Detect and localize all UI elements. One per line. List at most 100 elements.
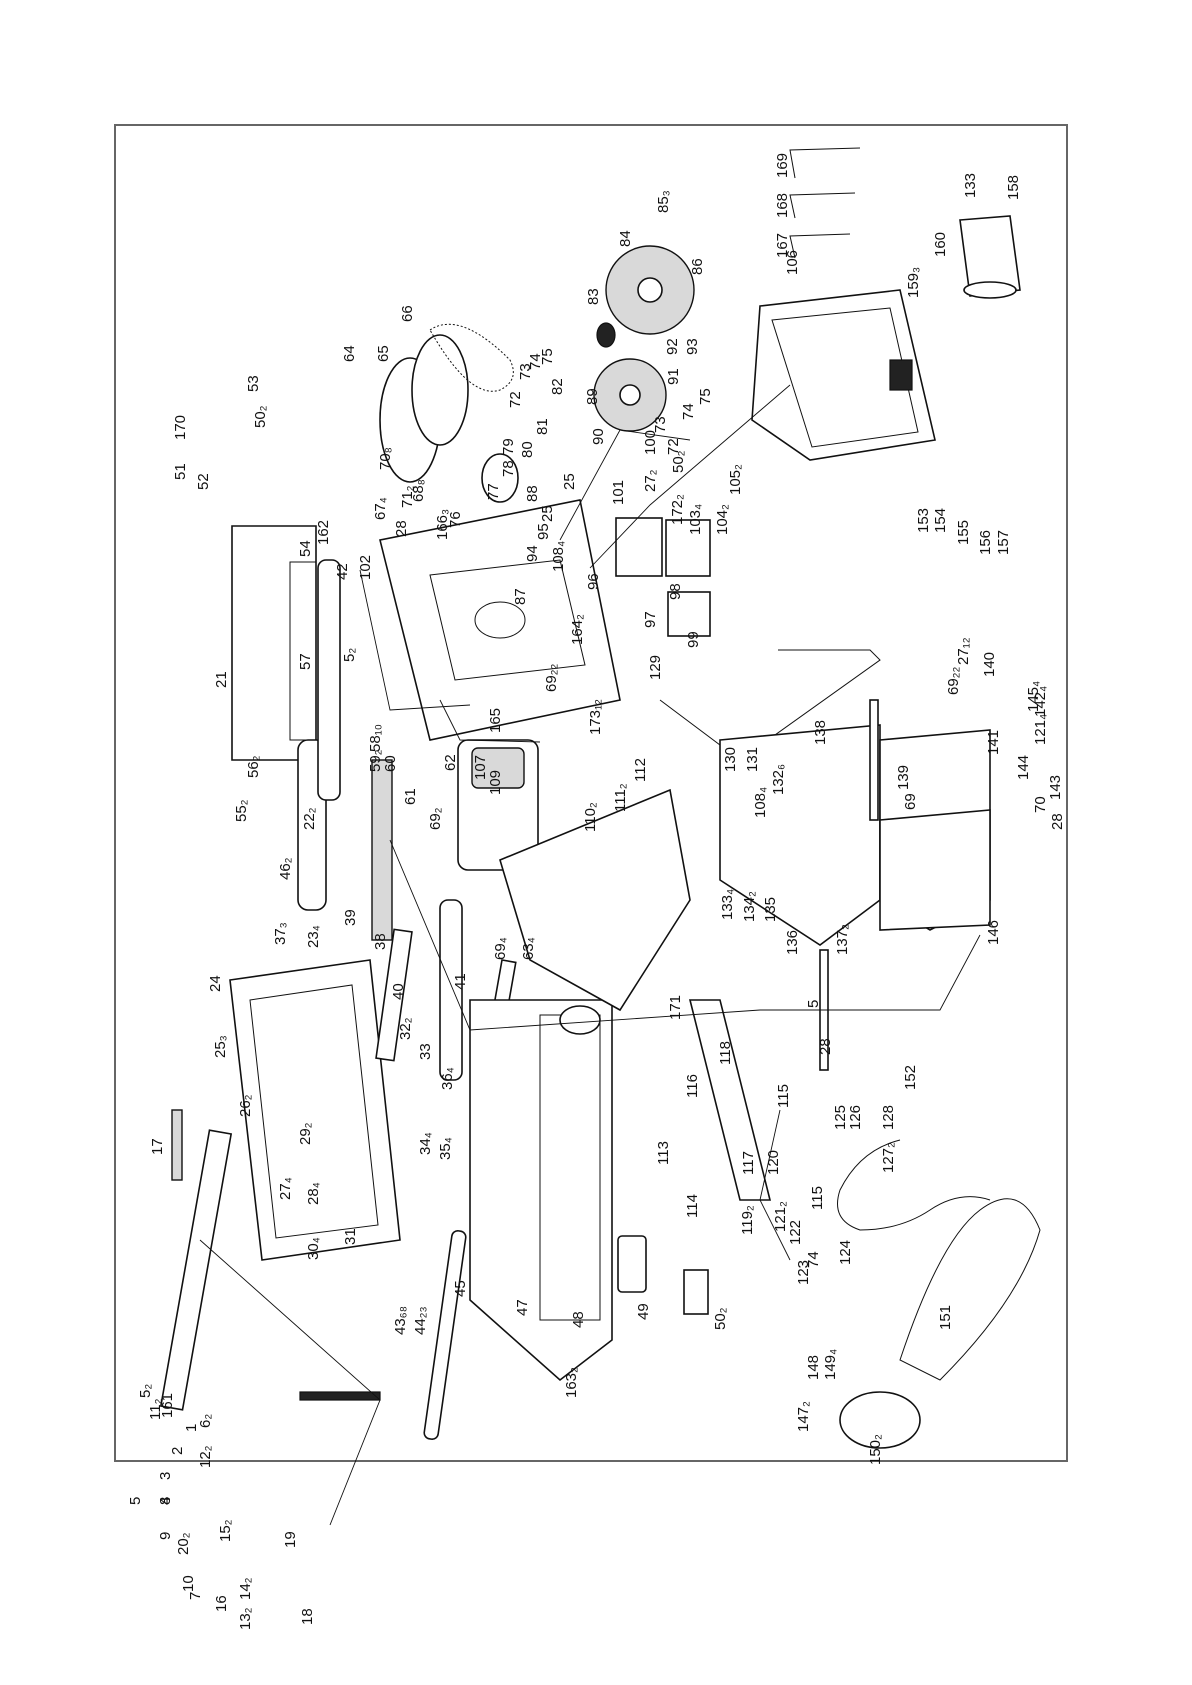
label-59: 59₂ — [367, 749, 384, 772]
part-96-switch-box — [615, 517, 663, 577]
label-69c: 69₂₂ — [543, 663, 560, 692]
label-73a: 73 — [517, 363, 534, 380]
label-57: 57 — [297, 653, 314, 670]
label-155: 155 — [955, 520, 972, 545]
label-137: 137₂ — [834, 924, 851, 955]
label-56: 56₂ — [245, 755, 262, 778]
label-99: 99 — [685, 631, 702, 648]
leader-group-head — [359, 569, 471, 711]
label-147: 147₂ — [795, 1401, 812, 1432]
part-167-hex-key — [789, 233, 851, 259]
label-110: 110₂ — [582, 802, 599, 832]
label-27a: 27₂ — [642, 469, 659, 492]
part-49-bracket — [683, 1269, 709, 1315]
label-25c: 25₃ — [212, 1035, 229, 1058]
label-88: 88 — [524, 485, 541, 502]
part-109-port — [559, 1005, 601, 1035]
label-70a: 70₈ — [377, 447, 394, 470]
label-150: 150₂ — [867, 1434, 884, 1465]
label-21: 21 — [213, 671, 230, 688]
part-168-hex-key — [789, 192, 856, 219]
part-158-hood-mouth — [963, 281, 1017, 299]
part-38-blade — [375, 928, 413, 1062]
label-2: 2 — [169, 1447, 186, 1455]
label-164: 164₂ — [569, 614, 586, 645]
label-50b: 50₂ — [670, 450, 687, 473]
label-141: 141 — [985, 730, 1002, 755]
label-173: 173₁₂ — [587, 699, 604, 735]
label-40: 40 — [390, 983, 407, 1000]
label-30: 30₄ — [305, 1237, 322, 1260]
label-115a: 115 — [775, 1084, 792, 1108]
label-111: 111₂ — [612, 783, 629, 812]
label-69e: 69₂₂ — [945, 666, 962, 695]
label-38: 38 — [372, 933, 389, 950]
label-28c: 28₄ — [305, 1182, 322, 1205]
part-129-handle-rod — [659, 649, 881, 761]
label-102: 102 — [357, 555, 374, 580]
part-99-switch — [667, 591, 711, 637]
label-48: 48 — [570, 1311, 587, 1328]
label-27c: 27₁₂ — [955, 637, 972, 665]
label-65: 65 — [375, 345, 392, 362]
label-82: 82 — [549, 378, 566, 395]
label-116: 116 — [684, 1074, 701, 1098]
label-132: 132₆ — [770, 764, 787, 795]
label-98: 98 — [667, 583, 684, 600]
label-124: 124 — [837, 1240, 854, 1265]
label-121a: 121₂ — [772, 1201, 789, 1232]
label-171: 171 — [667, 995, 684, 1020]
label-70b: 70 — [1032, 796, 1049, 813]
part-107-motor-fan — [471, 747, 525, 789]
part-146-stand-front — [879, 809, 991, 931]
label-50a: 50₂ — [252, 405, 269, 428]
label-63: 63₄ — [520, 937, 537, 960]
label-126: 126 — [847, 1105, 864, 1130]
label-45: 45 — [452, 1280, 469, 1297]
label-153: 153 — [915, 508, 932, 533]
part-18-scale — [299, 1391, 381, 1401]
label-66: 66 — [399, 305, 416, 322]
label-93: 93 — [684, 338, 701, 355]
label-108b: 108₄ — [752, 787, 769, 818]
part-21-infeed-table — [231, 525, 317, 761]
label-95: 95 — [535, 523, 552, 540]
label-156: 156 — [977, 530, 994, 555]
label-97: 97 — [642, 611, 659, 628]
label-169: 169 — [774, 153, 791, 178]
label-4: 4 — [157, 1497, 174, 1505]
label-172: 172₂ — [669, 494, 686, 525]
label-74c: 74 — [805, 1251, 822, 1268]
label-16: 16 — [213, 1595, 230, 1612]
part-66-chain — [429, 323, 514, 392]
label-160: 160 — [932, 232, 949, 257]
part-45-shaft — [423, 1230, 467, 1440]
part-166-hole — [474, 601, 526, 639]
part-106-motor-cover — [751, 289, 936, 461]
label-6: 6₂ — [197, 1414, 214, 1428]
label-35: 35₄ — [437, 1137, 454, 1160]
label-73b: 73 — [652, 416, 669, 433]
label-51: 51 — [172, 463, 189, 480]
part-106-vent — [889, 359, 913, 391]
label-167: 167 — [774, 233, 791, 258]
label-133b: 133₄ — [719, 889, 736, 920]
label-3: 3 — [157, 1472, 174, 1480]
label-162: 162 — [315, 520, 332, 545]
label-138: 138 — [812, 720, 829, 745]
label-5d: 5 — [805, 1000, 822, 1008]
label-32: 32₂ — [397, 1017, 414, 1040]
part-158-dust-hood — [959, 215, 1021, 297]
label-89: 89 — [584, 388, 601, 405]
label-10: 10 — [180, 1575, 197, 1592]
part-77-pulley — [481, 453, 519, 503]
label-107: 107 — [472, 755, 489, 780]
label-11: 11₂ — [147, 1398, 164, 1420]
label-69a: 69₂ — [427, 807, 444, 830]
label-112: 112 — [632, 758, 649, 782]
label-120: 120 — [765, 1150, 782, 1175]
label-154: 154 — [932, 508, 949, 533]
label-134: 134₂ — [741, 891, 758, 922]
label-43: 43₆₈ — [392, 1306, 409, 1335]
